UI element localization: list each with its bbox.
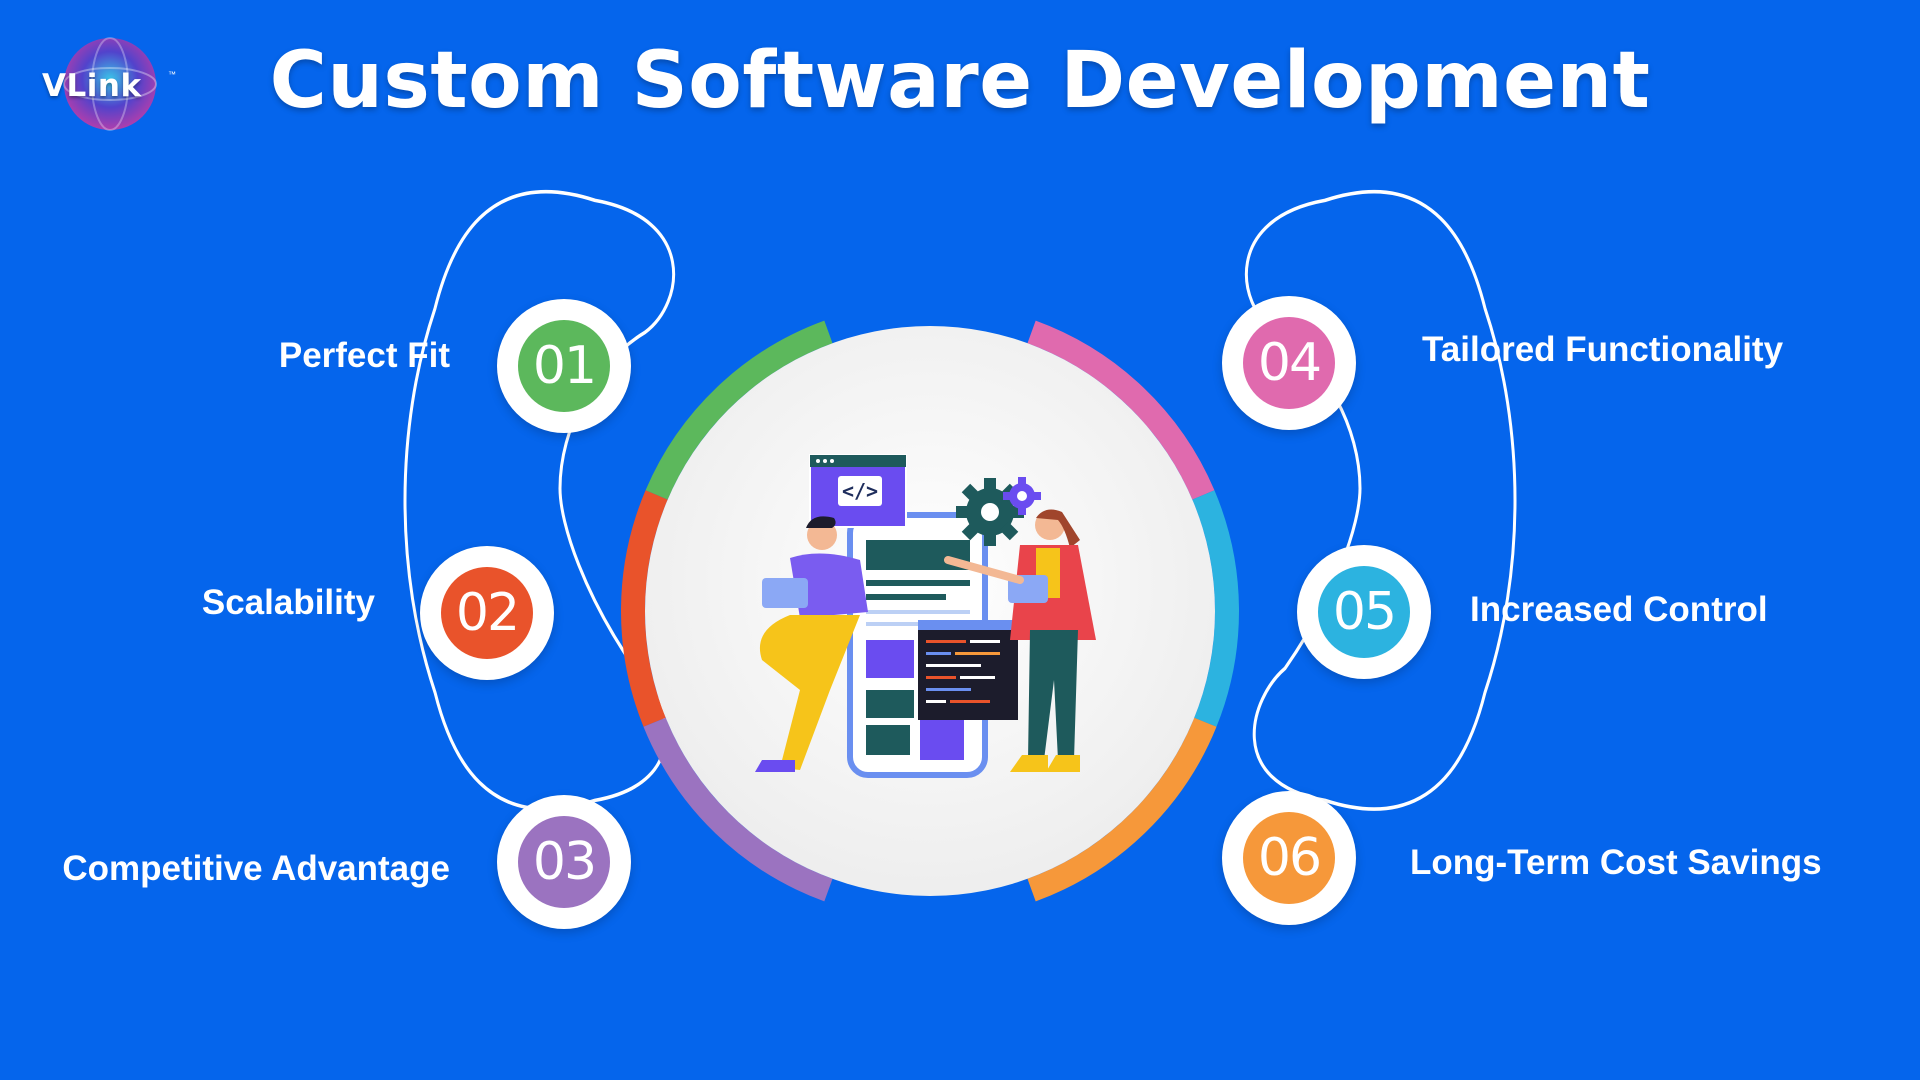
left-outline-loop	[403, 189, 676, 811]
page-title: Custom Software Development	[269, 36, 1651, 126]
badge-number: 03	[518, 816, 610, 908]
ring-arc-red	[621, 490, 668, 727]
small-gear-icon	[1003, 477, 1041, 515]
ring-arc-orange	[1027, 717, 1217, 902]
ring-arc-purple	[643, 717, 833, 902]
label-long-term-cost-savings: Long-Term Cost Savings	[1410, 843, 1822, 882]
badge-number: 01	[518, 320, 610, 412]
ring-arc-pink	[1027, 320, 1215, 500]
colored-ring	[621, 320, 1239, 902]
badge-number: 02	[441, 567, 533, 659]
badge-05: 05	[1297, 545, 1431, 679]
badge-04: 04	[1222, 296, 1356, 430]
label-perfect-fit: Perfect Fit	[278, 336, 450, 375]
badge-06: 06	[1222, 791, 1356, 925]
ring-arc-cyan	[1192, 490, 1239, 727]
ring-arc-green	[645, 320, 833, 500]
badge-number: 06	[1243, 812, 1335, 904]
globe-icon	[63, 37, 157, 131]
developers-illustration: </>	[755, 454, 1096, 778]
badge-number: 05	[1318, 566, 1410, 658]
logo-trademark: ™	[168, 70, 176, 79]
badge-03: 03	[497, 795, 631, 929]
label-scalability: Scalability	[201, 583, 375, 622]
code-tag-text: </>	[842, 479, 878, 503]
label-tailored-functionality: Tailored Functionality	[1422, 330, 1784, 369]
logo-text: VLink	[42, 68, 142, 104]
badge-number: 04	[1243, 317, 1335, 409]
badge-01: 01	[497, 299, 631, 433]
label-competitive-advantage: Competitive Advantage	[62, 849, 450, 888]
badge-02: 02	[420, 546, 554, 680]
vlink-logo: VLink ™	[38, 34, 188, 144]
right-outline-loop	[1244, 189, 1517, 811]
label-increased-control: Increased Control	[1470, 590, 1768, 629]
